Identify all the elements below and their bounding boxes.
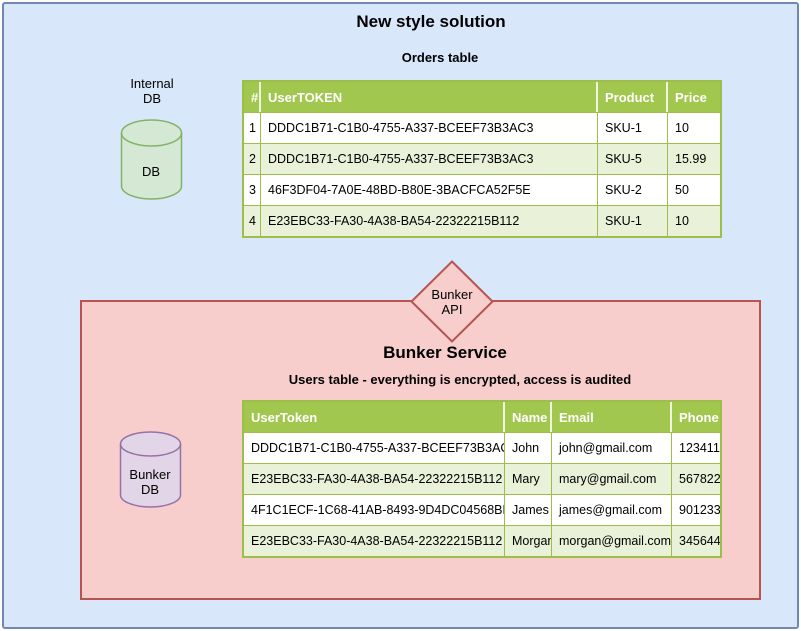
bunker-db-cylinder-icon: [119, 431, 182, 508]
column-header: Price: [668, 82, 720, 112]
internal-db-label: Internal DB: [130, 76, 173, 106]
cell-phone: 901233: [672, 494, 720, 525]
cell-user-token: DDDC1B71-C1B0-4755-A337-BCEEF73B3AC3: [261, 143, 598, 174]
cell-email: john@gmail.com: [552, 432, 672, 463]
bunker-api-label: Bunker API: [431, 287, 472, 317]
column-header: Name: [505, 402, 552, 432]
cell-price: 50: [668, 174, 720, 205]
cell-user-token: DDDC1B71-C1B0-4755-A337-BCEEF73B3AC3: [244, 432, 505, 463]
cell-user-token: DDDC1B71-C1B0-4755-A337-BCEEF73B3AC3: [261, 112, 598, 143]
users-table: UserToken Name Email Phone DDDC1B71-C1B0…: [242, 400, 722, 558]
column-header: UserTOKEN: [261, 82, 598, 112]
internal-db-cylinder-label: DB: [141, 164, 161, 179]
internal-db-label-line2: DB: [142, 91, 162, 106]
cell-email: james@gmail.com: [552, 494, 672, 525]
diagram-title: New style solution: [356, 12, 506, 31]
internal-db-label-line1: Internal: [130, 76, 174, 91]
column-header: Email: [552, 402, 672, 432]
cell-price: 15.99: [668, 143, 720, 174]
bunker-db-label-line1: Bunker: [129, 467, 171, 482]
bunker-db-cylinder-label: Bunker DB: [129, 467, 170, 497]
internal-db-cylinder-icon: [120, 119, 183, 200]
cell-user-token: 4F1C1ECF-1C68-41AB-8493-9D4DC04568BD: [244, 494, 505, 525]
cell-name: Mary: [505, 463, 552, 494]
cell-price: 10: [668, 205, 720, 236]
cell-email: mary@gmail.com: [552, 463, 672, 494]
bunker-api-label-line1: Bunker: [431, 287, 473, 302]
bunker-db-label-line2: DB: [140, 482, 160, 497]
cell-name: Morgan: [505, 525, 552, 556]
cell-order-number: 4: [244, 205, 261, 236]
cell-order-number: 2: [244, 143, 261, 174]
bunker-service-title: Bunker Service: [383, 343, 507, 362]
cell-user-token: E23EBC33-FA30-4A38-BA54-22322215B112: [244, 463, 505, 494]
cell-user-token: E23EBC33-FA30-4A38-BA54-22322215B112: [261, 205, 598, 236]
cell-name: James: [505, 494, 552, 525]
bunker-api-diamond: [410, 260, 494, 343]
cell-product: SKU-2: [598, 174, 668, 205]
cell-product: SKU-1: [598, 205, 668, 236]
cell-product: SKU-5: [598, 143, 668, 174]
cell-user-token: 46F3DF04-7A0E-48BD-B80E-3BACFCA52F5E: [261, 174, 598, 205]
column-header: Phone: [672, 402, 720, 432]
cell-product: SKU-1: [598, 112, 668, 143]
cell-user-token: E23EBC33-FA30-4A38-BA54-22322215B112: [244, 525, 505, 556]
column-header: #: [244, 82, 261, 112]
column-header: UserToken: [244, 402, 505, 432]
bunker-api-label-line2: API: [441, 302, 463, 317]
orders-table-caption: Orders table: [401, 50, 479, 65]
cell-phone: 567822: [672, 463, 720, 494]
cell-order-number: 1: [244, 112, 261, 143]
cell-order-number: 3: [244, 174, 261, 205]
cell-phone: 123411: [672, 432, 720, 463]
users-table-caption: Users table - everything is encrypted, a…: [288, 372, 632, 387]
cell-price: 10: [668, 112, 720, 143]
cell-phone: 345644: [672, 525, 720, 556]
cell-email: morgan@gmail.com: [552, 525, 672, 556]
cell-name: John: [505, 432, 552, 463]
column-header: Product: [598, 82, 668, 112]
orders-table: # UserTOKEN Product Price 1 DDDC1B71-C1B…: [242, 80, 722, 238]
